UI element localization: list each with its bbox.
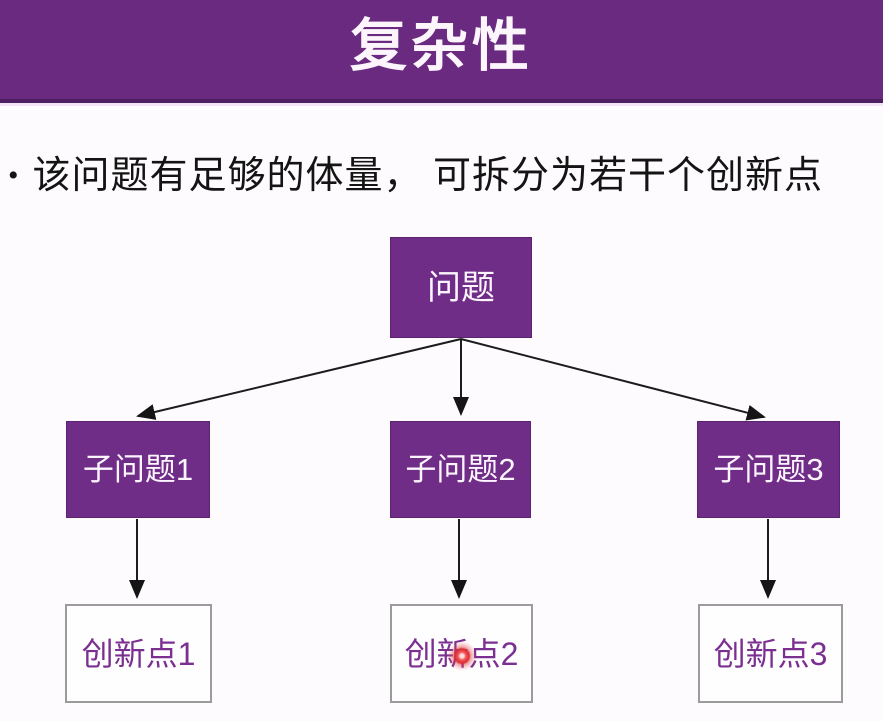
slide-title: 复杂性 — [350, 14, 533, 78]
node-innovation-1: 创新点1 — [65, 604, 212, 703]
arrow-root-to-sub3 — [460, 338, 766, 421]
laser-pointer-icon — [447, 641, 477, 671]
node-subproblem-1: 子问题1 — [66, 421, 210, 518]
node-innovation-3: 创新点3 — [698, 604, 843, 703]
arrow-root-to-sub1 — [136, 338, 462, 420]
node-problem: 问题 — [390, 237, 532, 338]
node-subproblem-3: 子问题3 — [697, 421, 840, 518]
slide-header-banner: 复杂性 — [0, 0, 883, 103]
node-innovation-2: 创新点2 — [390, 604, 533, 703]
node-subproblem-2: 子问题2 — [390, 421, 531, 518]
bullet-marker: • — [8, 159, 19, 192]
bullet-line: • 该问题有足够的体量， 可拆分为若干个创新点 — [8, 150, 874, 202]
bullet-text: 该问题有足够的体量， 可拆分为若干个创新点 — [32, 155, 824, 197]
